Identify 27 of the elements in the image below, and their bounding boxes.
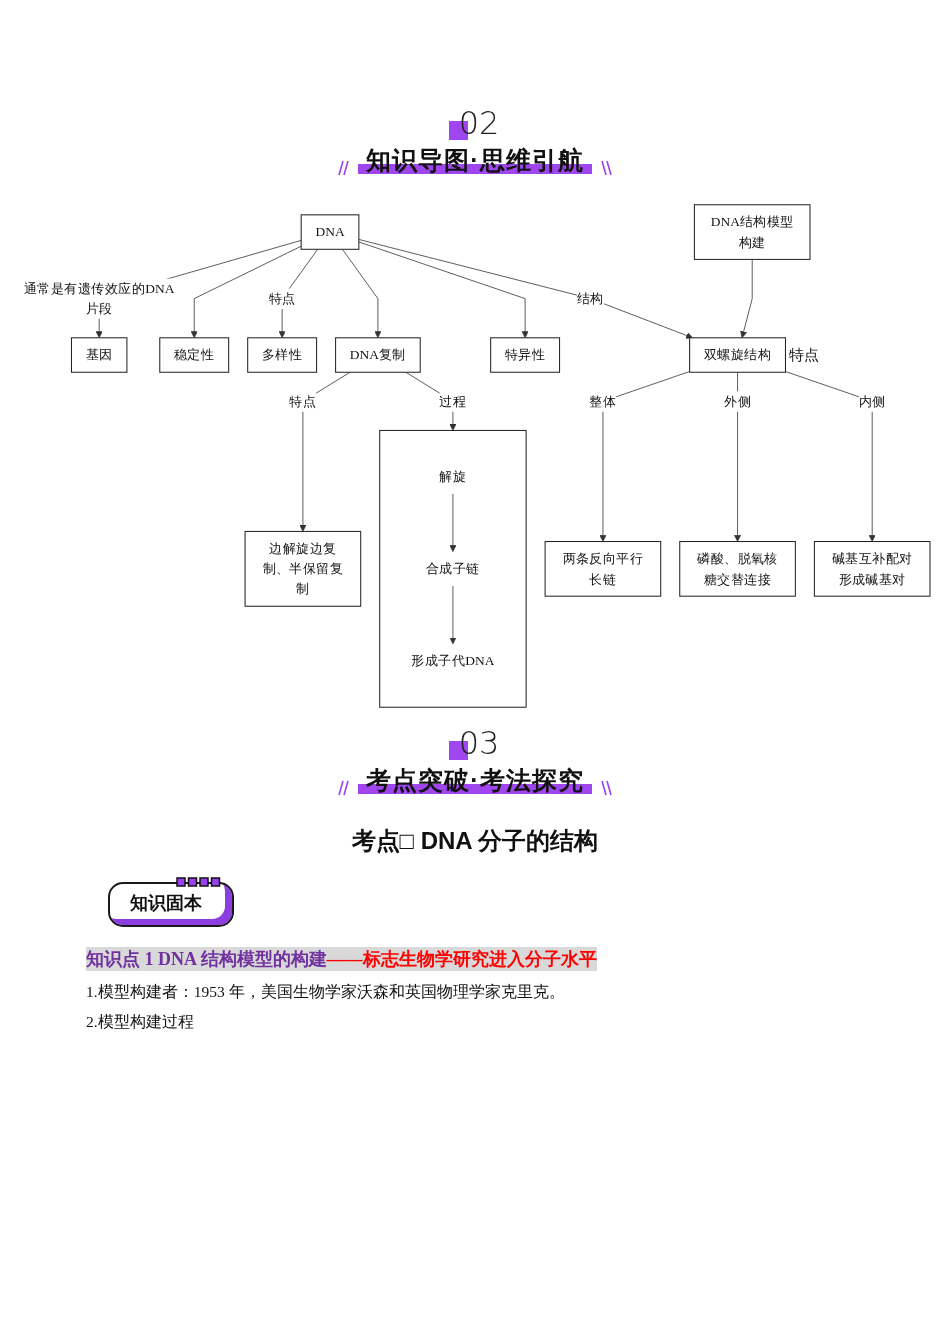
concept-box: 边解旋边复制、半保留复制 (244, 530, 362, 607)
step-text: 形成子代DNA (411, 651, 495, 672)
topic-title: 考点□ DNA 分子的结构 (351, 826, 599, 856)
concept-box: 双螺旋结构 (689, 337, 786, 373)
edge-label: 过程 (439, 391, 467, 412)
step-text: 合成子链 (426, 558, 480, 579)
edge-label: 特点 (289, 391, 317, 412)
step-text: 解旋 (439, 466, 467, 487)
concept-box: DNA复制 (335, 337, 421, 373)
body-text: 2.模型构建过程 (86, 1012, 194, 1032)
concept-box: DNA结构模型构建 (693, 204, 811, 260)
concept-box: 多样性 (247, 337, 318, 373)
concept-box: 两条反向平行长链 (544, 541, 662, 597)
branch-note: 特点 (789, 346, 820, 364)
concept-box: DNA (300, 214, 360, 250)
section-badge: 知识固本 (108, 882, 234, 927)
concept-box: 碱基互补配对形成碱基对 (813, 541, 931, 597)
concept-box: 稳定性 (159, 337, 230, 373)
concept-box: 基因 (70, 337, 128, 373)
knowledge-point-heading: 知识点 1 DNA 结构模型的构建 (86, 947, 327, 971)
edge-label: 特点 (268, 288, 296, 309)
knowledge-point-subtitle: ——标志生物学研究进入分子水平 (326, 947, 597, 971)
process-box (379, 429, 527, 708)
concept-box: 特异性 (490, 337, 561, 373)
concept-box: 磷酸、脱氧核糖交替连接 (679, 541, 796, 597)
body-text: 1.模型构建者：1953 年，美国生物学家沃森和英国物理学家克里克。 (86, 982, 565, 1002)
edge-label: 外侧 (724, 391, 751, 412)
